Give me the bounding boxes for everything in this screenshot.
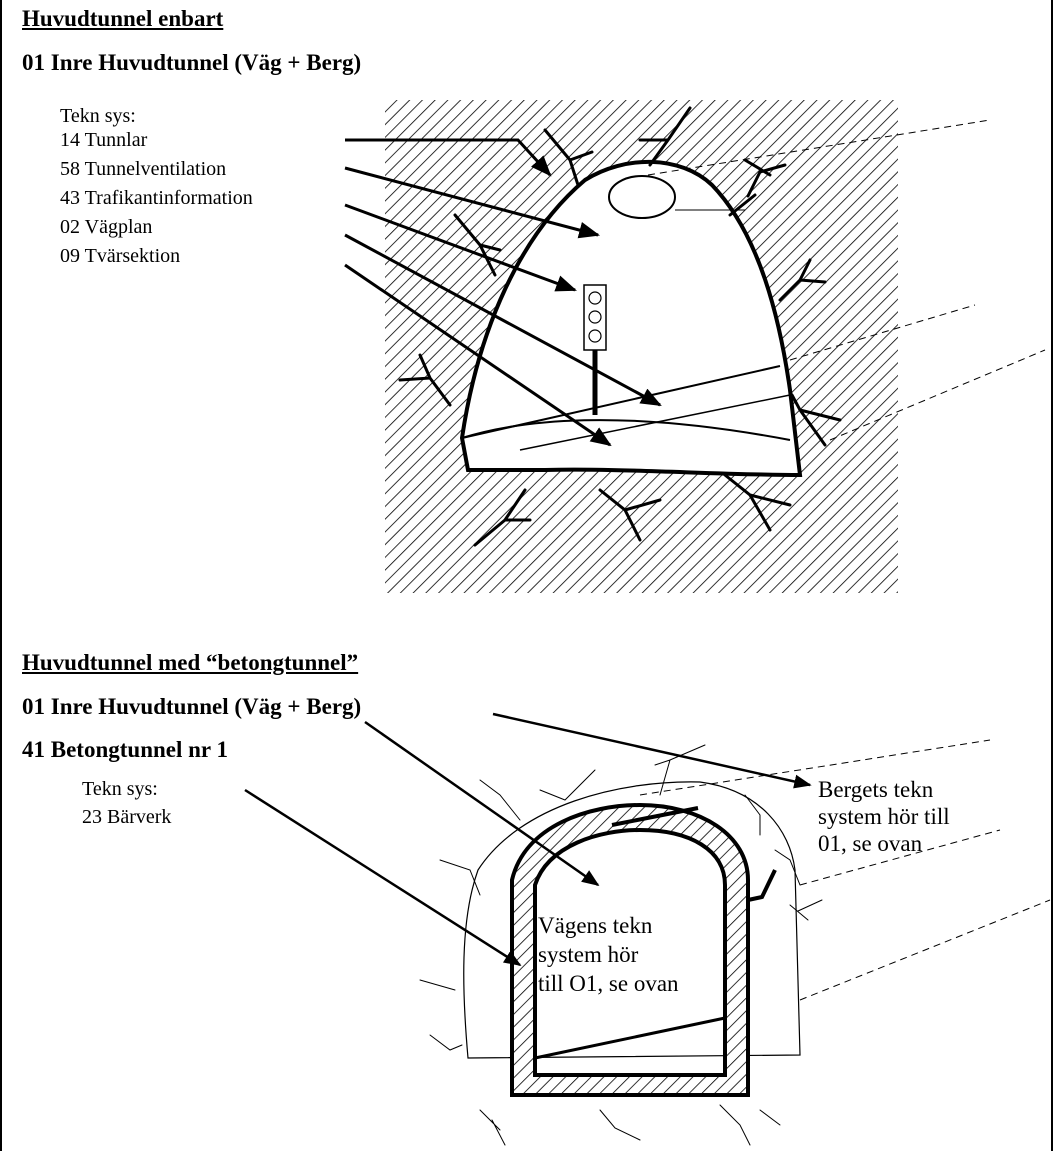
road-note-line: system hör	[538, 942, 639, 967]
system-arrows	[344, 138, 662, 447]
system-item: 02 Vägplan	[60, 216, 153, 238]
rock-outline	[463, 781, 801, 1059]
rock-cracks-section2	[419, 744, 823, 1146]
rock-support-fragments	[611, 806, 777, 902]
section2-heading: Huvudtunnel med “betongtunnel”	[22, 650, 359, 675]
system-item: 43 Trafikantinformation	[60, 187, 253, 209]
rock-cracks	[398, 106, 842, 547]
cross-section-line-2	[519, 394, 791, 451]
rock-note-line: system hör till	[818, 804, 950, 829]
section2-systems-title: Tekn sys:	[82, 778, 158, 800]
systems-title: Tekn sys:	[60, 105, 136, 127]
section1-object-title: 01 Inre Huvudtunnel (Väg + Berg)	[22, 50, 362, 75]
system-item: 09 Tvärsektion	[60, 245, 181, 267]
road-note-line: Vägens tekn	[538, 913, 653, 938]
section1-heading: Huvudtunnel enbart	[22, 6, 224, 31]
rock-note-line: Bergets tekn	[818, 777, 934, 802]
object-arrows	[244, 712, 812, 967]
system-item: 58 Tunnelventilation	[60, 158, 227, 180]
system-item: 23 Bärverk	[82, 806, 172, 828]
section2-object1-title: 01 Inre Huvudtunnel (Väg + Berg)	[22, 694, 362, 719]
system-item: 14 Tunnlar	[60, 129, 148, 151]
dashed-leader-lines	[647, 119, 1046, 441]
traffic-signal-icon	[583, 284, 607, 415]
tunnel-profile	[459, 159, 803, 478]
cross-section-line	[461, 365, 781, 439]
road-note-line: till O1, se ovan	[538, 971, 679, 996]
dashed-leader-lines-section2	[639, 739, 1051, 1001]
ventilation-fan-icon	[608, 175, 676, 219]
rock-note-line: 01, se ovan	[818, 831, 923, 856]
section2-object2-title: 41 Betongtunnel nr 1	[22, 737, 228, 762]
concrete-road-line	[534, 1016, 726, 1060]
concrete-tunnel-wall	[510, 802, 750, 1097]
